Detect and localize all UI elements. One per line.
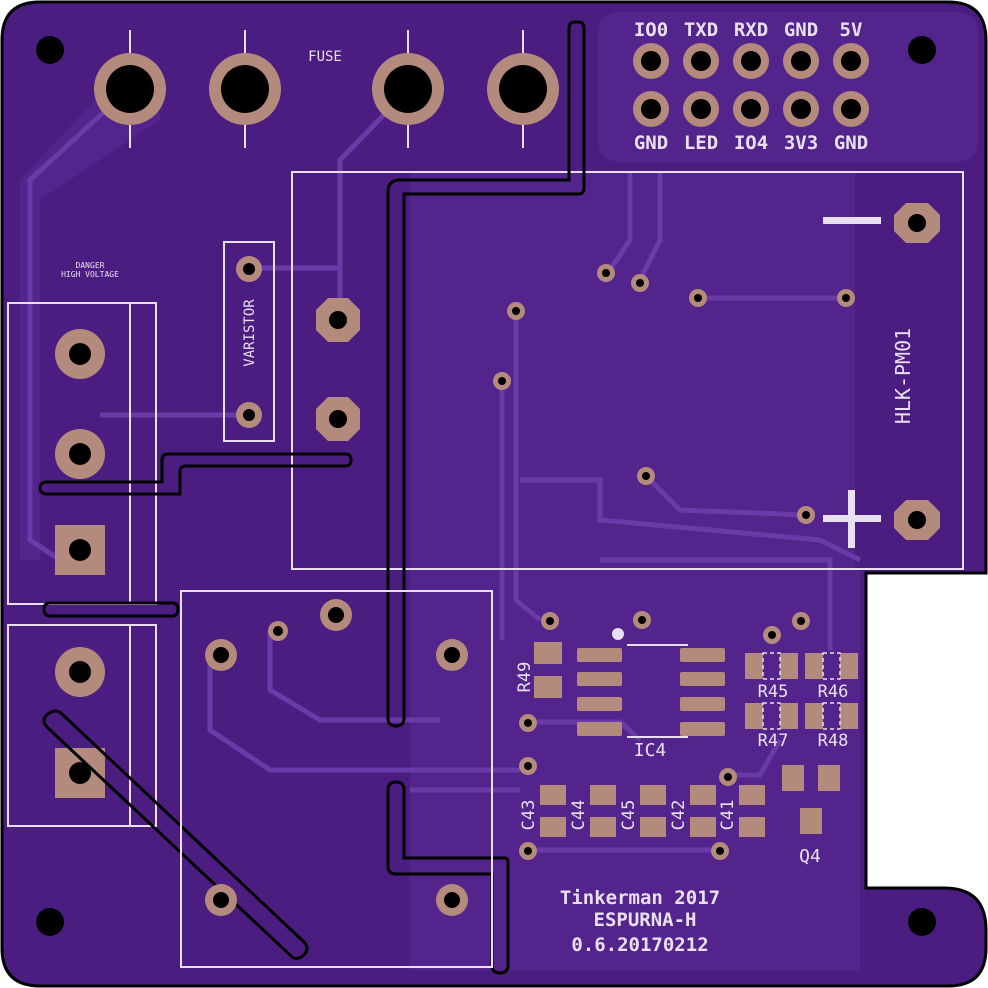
fuse-pad-2 bbox=[209, 30, 281, 148]
header-label-gnd-1: GND bbox=[634, 132, 668, 154]
mounting-hole-bl bbox=[36, 908, 64, 936]
fuse-pad-3 bbox=[372, 30, 444, 148]
plus-symbol bbox=[823, 490, 881, 548]
c43-label: C43 bbox=[519, 800, 539, 831]
header-label-gnd-top: GND bbox=[784, 19, 818, 41]
fuse-label: FUSE bbox=[308, 49, 342, 65]
minus-symbol bbox=[823, 217, 881, 224]
ic4-label: IC4 bbox=[634, 740, 667, 761]
credits-line3: 0.6.20170212 bbox=[571, 934, 708, 956]
header-label-txd: TXD bbox=[684, 19, 718, 41]
ic4 bbox=[577, 628, 725, 738]
c41-label: C41 bbox=[718, 800, 738, 831]
header-labels-bottom: GND LED IO4 3V3 GND bbox=[634, 132, 868, 154]
milling-slots bbox=[38, 20, 586, 975]
varistor-outline bbox=[223, 241, 275, 442]
fuse-pad-4 bbox=[487, 30, 559, 148]
header-label-io0: IO0 bbox=[634, 19, 668, 41]
vias bbox=[493, 264, 855, 860]
header-label-3v3: 3V3 bbox=[784, 132, 818, 154]
danger-label-1: DANGER bbox=[76, 261, 105, 270]
c42-label: C42 bbox=[669, 800, 689, 831]
varistor-pads bbox=[236, 256, 262, 428]
q4-label: Q4 bbox=[799, 846, 821, 867]
credits-line1: Tinkerman 2017 bbox=[560, 887, 720, 909]
resistor-array bbox=[745, 653, 858, 729]
header-pins bbox=[633, 43, 869, 127]
mounting-hole-tr bbox=[908, 36, 936, 64]
r47-label: R47 bbox=[758, 731, 789, 751]
module-outline bbox=[291, 171, 964, 570]
r49 bbox=[534, 642, 562, 698]
r45-label: R45 bbox=[758, 682, 789, 702]
r48-label: R48 bbox=[818, 731, 849, 751]
capacitor-labels: C43 C44 C45 C42 C41 bbox=[519, 800, 738, 831]
module-pads bbox=[894, 203, 940, 540]
c44-label: C44 bbox=[569, 800, 589, 831]
r46-label: R46 bbox=[818, 682, 849, 702]
header-labels-top: IO0 TXD RXD GND 5V bbox=[634, 19, 863, 41]
fuse-pad-1 bbox=[94, 30, 166, 148]
relay-outline bbox=[180, 590, 493, 968]
header-label-led: LED bbox=[684, 132, 718, 154]
relay-pads bbox=[205, 599, 468, 916]
capacitor-array bbox=[540, 785, 765, 837]
c45-label: C45 bbox=[619, 800, 639, 831]
q4 bbox=[782, 765, 840, 834]
varistor-label: VARISTOR bbox=[242, 299, 258, 367]
mounting-hole-tl bbox=[36, 36, 64, 64]
resistor-outlines bbox=[762, 652, 841, 730]
header-label-5v: 5V bbox=[840, 19, 863, 41]
module-label: HLK-PM01 bbox=[891, 328, 915, 424]
header-label-rxd: RXD bbox=[734, 19, 768, 41]
module-ac-pads bbox=[316, 298, 360, 441]
header-label-gnd-2: GND bbox=[834, 132, 868, 154]
danger-label-2: HIGH VOLTAGE bbox=[61, 270, 119, 279]
mounting-holes bbox=[36, 36, 936, 936]
mounting-hole-br bbox=[908, 908, 936, 936]
credits: Tinkerman 2017 ESPURNA-H 0.6.20170212 bbox=[560, 887, 720, 956]
resistor-labels: R45 R46 R47 R48 bbox=[758, 682, 849, 751]
credits-line2: ESPURNA-H bbox=[594, 909, 697, 931]
header-label-io4: IO4 bbox=[734, 132, 768, 154]
fuse-pads bbox=[94, 30, 559, 148]
terminal-block-input bbox=[7, 302, 157, 605]
r49-label: R49 bbox=[515, 662, 535, 693]
